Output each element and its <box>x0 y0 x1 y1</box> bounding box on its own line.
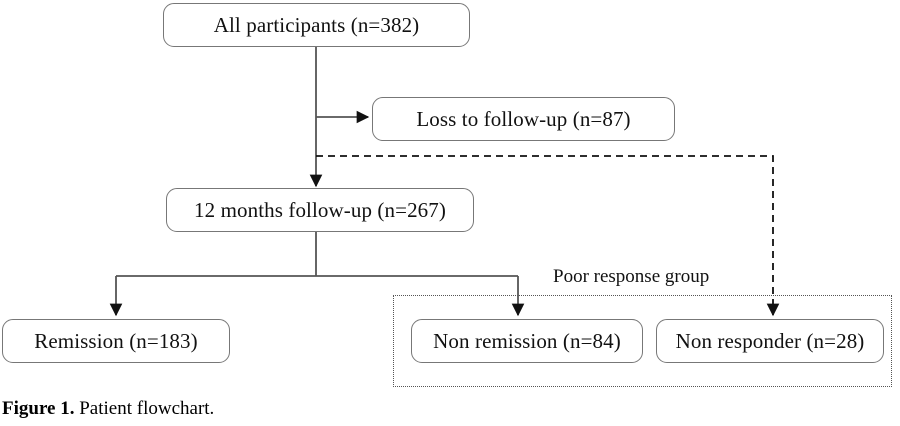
poor-response-group-label: Poor response group <box>553 266 710 287</box>
edge-dashed-to-non-responder <box>316 155 780 317</box>
node-all-participants[interactable]: All participants (n=382) <box>163 3 470 47</box>
figure-caption-text: Patient flowchart. <box>79 398 215 419</box>
node-non-remission[interactable]: Non remission (n=84) <box>411 319 643 363</box>
figure-caption-label: Figure 1. <box>2 398 75 419</box>
node-12-months-followup[interactable]: 12 months follow-up (n=267) <box>166 188 474 232</box>
figure-caption: Figure 1. Patient flowchart. <box>2 398 214 420</box>
poor-response-group-box <box>393 295 892 387</box>
node-non-responder[interactable]: Non responder (n=28) <box>656 319 884 363</box>
node-remission[interactable]: Remission (n=183) <box>2 319 230 363</box>
node-loss-to-followup[interactable]: Loss to follow-up (n=87) <box>372 97 675 141</box>
